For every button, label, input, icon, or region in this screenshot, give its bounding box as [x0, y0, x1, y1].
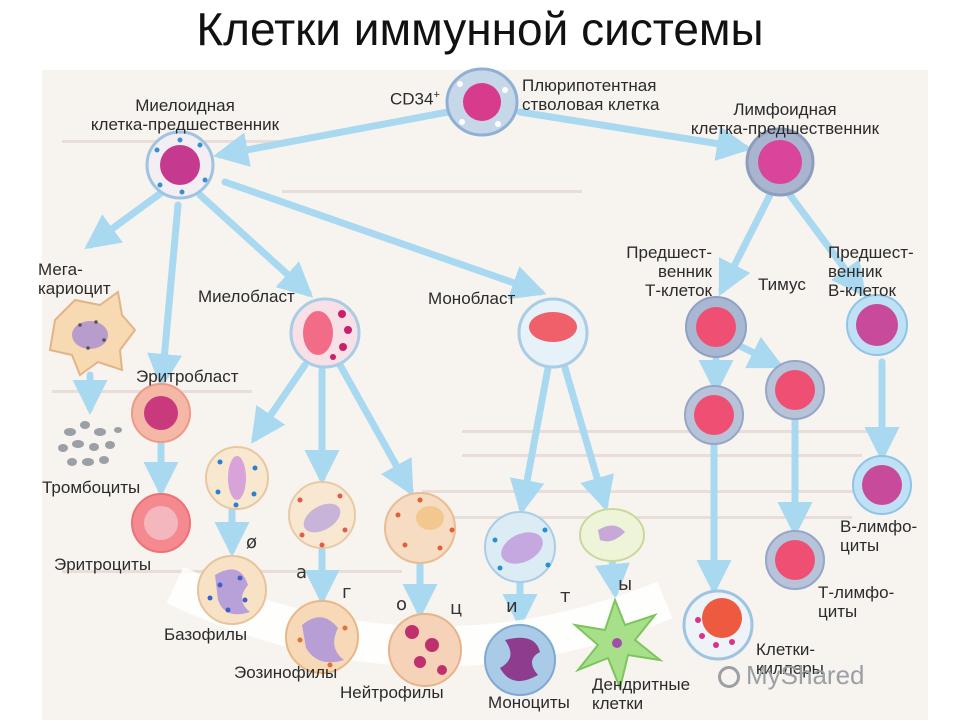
myshared-watermark: MyShared: [718, 660, 865, 691]
arrow-monoblast-to-dendritic-precursor: [561, 364, 614, 512]
myeloid-precursor-label: Миелоидная клетка-предшественник: [90, 96, 280, 134]
arrow-monoblast-to-monocyte-precursor: [509, 364, 552, 515]
arrow-lymphoid-to-b-precursor: [786, 191, 867, 298]
erythroblast-cell: [131, 383, 191, 443]
erythrocytes-label: Эритроциты: [54, 555, 152, 574]
monoblast-label: Монобласт: [428, 289, 516, 308]
arrow-myeloid-to-erythroblast: [147, 201, 182, 389]
monocyte-precursor-cell: [484, 511, 556, 583]
b-lymphocytes-label: В-лимфо- циты: [840, 517, 918, 555]
arrow-myeloblast-to-basophil-precursor: [251, 361, 309, 444]
killers-label: Клетки- киллеры: [756, 640, 824, 678]
megakaryocyte-cell: [48, 290, 137, 377]
slide-title: Клетки иммунной системы: [196, 3, 764, 55]
lymphoid-precursor-cell: [745, 127, 815, 197]
arc-letter-3: г: [342, 582, 352, 603]
play-icon: [718, 666, 740, 688]
monocyte-cell: [484, 624, 556, 696]
neutrophils-label: Нейтрофилы: [340, 683, 444, 702]
dendritic-label: Дендритные клетки: [592, 675, 691, 713]
erythroblast-label: Эритробласт: [136, 367, 239, 386]
arrow-lymphoid-to-t-precursor: [718, 191, 774, 297]
platelets-cluster: [58, 421, 122, 466]
arrow-myeloid-to-myeloblast: [196, 191, 314, 298]
t-precursor-label: Предшест- венник Т-клеток: [626, 243, 712, 300]
stem-cell-label: Плюрипотентная стволовая клетка: [522, 76, 660, 114]
t-precursor-cell: [685, 296, 747, 358]
eosinophil-precursor-cell: [288, 481, 356, 549]
arrow-myeloid-to-megakaryocyte: [84, 186, 169, 250]
lineage-arrows: [72, 108, 900, 629]
arrow-dendritic-maturation: [594, 556, 630, 599]
t-lymphocyte-cell: [765, 530, 825, 590]
dendritic-precursor-cell: [579, 508, 645, 562]
cd34-label: CD34+: [390, 89, 440, 109]
monoblast-cell: [517, 297, 589, 369]
myeloblast-label: Миелобласт: [198, 287, 295, 306]
arc-letter-7: т: [560, 586, 571, 607]
killer-cell: [682, 589, 754, 661]
arrow-t-precursor-to-thymus-cell: [734, 336, 785, 369]
eosinophil-cell: [285, 600, 359, 674]
thymus-t-cell: [765, 360, 825, 420]
basophils-label: Базофилы: [164, 625, 248, 644]
b-precursor-cell: [846, 294, 908, 356]
myeloblast-cell: [289, 297, 361, 369]
arc-letter-4: о: [396, 594, 408, 615]
basophil-precursor-cell: [205, 446, 269, 510]
thymus-label: Тимус: [758, 275, 806, 294]
erythrocyte-cell: [131, 493, 191, 553]
killer-precursor-cell: [684, 385, 744, 445]
arc-letter-8: ы: [618, 574, 633, 595]
lymphoid-precursor-label: Лимфоидная клетка-предшественник: [690, 100, 880, 138]
neutrophil-precursor-cell: [384, 492, 456, 564]
myeloid-precursor-cell: [145, 130, 215, 200]
arrow-myeloblast-to-neutrophil-precursor: [336, 361, 414, 497]
arc-letter-6: и: [506, 596, 518, 617]
arc-letter-1: ø: [246, 532, 258, 553]
b-lymphocyte-cell: [852, 455, 912, 515]
arrow-myeloid-to-monoblast: [221, 178, 547, 300]
arrow-stem-to-lymphoid: [516, 108, 752, 161]
t-lymphocytes-label: Т-лимфо- циты: [818, 583, 895, 621]
eosinophils-label: Эозинофилы: [234, 663, 338, 682]
arc-letter-2: а: [296, 562, 308, 583]
dendritic-cell: [571, 597, 664, 692]
arc-letter-5: ц: [450, 598, 463, 619]
megakaryocyte-label: Мега- кариоцит: [38, 260, 111, 298]
neutrophil-cell: [388, 613, 462, 687]
monocytes-label: Моноциты: [488, 693, 570, 712]
basophil-cell: [197, 555, 267, 625]
arrow-stem-to-myeloid: [213, 108, 452, 168]
stem-cell: [445, 67, 519, 137]
b-precursor-label: Предшест- венник В-клеток: [828, 243, 914, 300]
platelets-label: Тромбоциты: [42, 478, 141, 497]
